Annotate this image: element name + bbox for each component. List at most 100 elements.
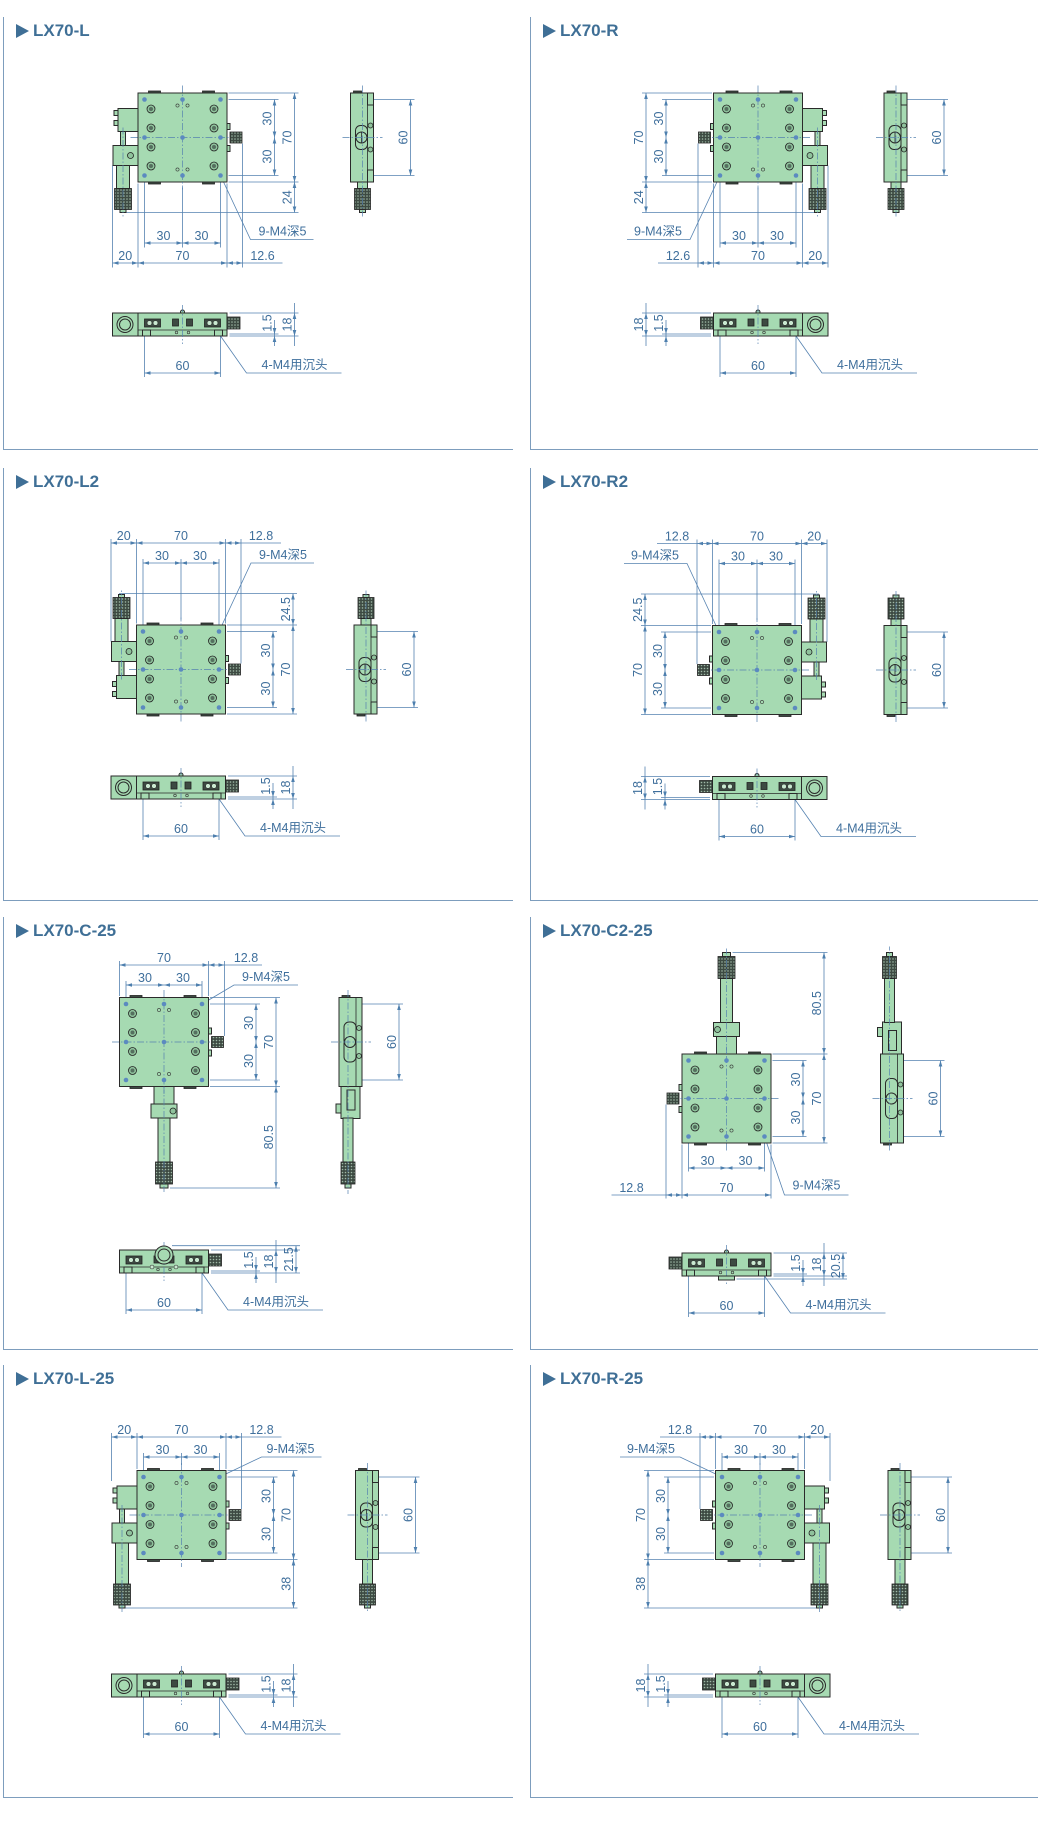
dimension-label: 20 xyxy=(808,249,822,263)
arrowhead xyxy=(254,1004,258,1010)
micrometer-bracket xyxy=(116,675,137,699)
m4-tapped-hole xyxy=(216,629,222,634)
arrowhead xyxy=(131,1435,137,1439)
micrometer-end xyxy=(118,1679,130,1692)
counterbore-hole xyxy=(211,1522,215,1527)
dimension-label: 4-M4用沉头 xyxy=(260,821,326,835)
m4-tapped-hole xyxy=(757,1550,763,1556)
hole xyxy=(173,793,177,798)
side-view xyxy=(872,946,913,1151)
screw xyxy=(787,783,793,790)
dimension-label: 18 xyxy=(279,781,293,795)
arrowhead xyxy=(132,261,138,265)
screw xyxy=(901,655,907,661)
dimension-label: 9-M4深5 xyxy=(242,970,290,984)
panel-title: LX70-L2 xyxy=(16,472,99,492)
panel-title: LX70-C-25 xyxy=(16,921,116,941)
arrowhead xyxy=(291,593,295,600)
pin-hole xyxy=(729,1128,734,1133)
counterbore-hole xyxy=(148,1503,152,1508)
arrowhead xyxy=(822,261,828,265)
counterbore-hole xyxy=(212,107,216,111)
arrowhead xyxy=(175,1455,182,1459)
leader-line xyxy=(627,175,721,240)
counterbore-hole xyxy=(211,1503,215,1508)
arrowhead xyxy=(119,963,126,967)
arrowhead xyxy=(722,1732,728,1736)
arrowhead xyxy=(663,702,667,708)
arrowhead xyxy=(698,261,704,265)
m4-tapped-hole xyxy=(793,97,799,102)
foot xyxy=(788,793,798,800)
counterbore-hole xyxy=(693,1068,697,1072)
m4-tapped-hole xyxy=(142,97,147,102)
side-view xyxy=(872,946,913,1151)
lock-knob xyxy=(668,1256,683,1270)
foot xyxy=(717,329,727,337)
m4-tapped-hole xyxy=(123,1077,129,1083)
counterbore-hole xyxy=(193,1049,198,1054)
lock-knob xyxy=(699,780,713,793)
arrowhead xyxy=(822,1054,826,1060)
dimension-label: 18 xyxy=(281,318,295,332)
m4-tapped-hole xyxy=(180,173,185,178)
arrowhead xyxy=(758,1166,765,1170)
m4-tapped-hole xyxy=(216,705,222,710)
counterbore-hole xyxy=(149,164,153,168)
dimension-label: 9-M4深5 xyxy=(793,1179,841,1193)
dimension-label: 80.5 xyxy=(262,1125,276,1149)
dimension-label: 60 xyxy=(753,1720,767,1734)
micrometer-bracket xyxy=(802,108,823,132)
arrowhead xyxy=(804,1435,811,1439)
arrowhead xyxy=(254,1074,258,1080)
dimension-label: 30 xyxy=(193,549,207,563)
m4-tapped-hole xyxy=(793,135,799,140)
counterbore-hole xyxy=(147,658,152,662)
triangle-marker-icon xyxy=(543,24,556,38)
dimension-label: 30 xyxy=(261,150,275,164)
clamp xyxy=(760,782,768,790)
arrowhead xyxy=(202,963,209,967)
arrowhead xyxy=(822,1253,826,1259)
arrowhead xyxy=(271,799,275,805)
lock-knob xyxy=(666,1092,680,1105)
counterbore-hole xyxy=(789,1522,794,1527)
dimension-label: 1.5 xyxy=(259,777,273,794)
screw xyxy=(690,1260,697,1266)
screw-pocket xyxy=(718,782,736,791)
arrowhead xyxy=(408,99,413,106)
screw xyxy=(152,320,159,326)
bottom-tab xyxy=(718,1275,735,1281)
dimension-label: 18 xyxy=(262,1255,276,1269)
m4-tapped-hole xyxy=(140,667,146,672)
arrowhead xyxy=(938,1060,943,1067)
top-view xyxy=(112,85,243,217)
arrowhead xyxy=(236,261,243,265)
counterbore-hole xyxy=(724,145,729,149)
hole xyxy=(752,1691,756,1696)
screw xyxy=(169,1107,177,1115)
dimension-label: 70 xyxy=(280,1508,294,1522)
screw xyxy=(145,1681,152,1687)
arrowhead xyxy=(181,1455,188,1459)
stage-part xyxy=(822,120,827,126)
screw-pocket xyxy=(748,1258,765,1268)
dimension-label: 12.8 xyxy=(665,530,689,544)
pin-hole xyxy=(719,1128,724,1133)
front-view xyxy=(702,1666,831,1705)
lock-clamp xyxy=(225,677,229,684)
stage-part xyxy=(112,1487,118,1494)
dimension-label: 70 xyxy=(751,249,765,263)
screw xyxy=(784,1681,790,1687)
arrowhead xyxy=(143,834,149,838)
arrowhead xyxy=(801,1130,805,1137)
arrowhead xyxy=(272,99,277,106)
panel-title: LX70-L xyxy=(16,21,90,41)
screw xyxy=(790,1681,796,1687)
dimension-label: 30 xyxy=(654,1527,668,1541)
